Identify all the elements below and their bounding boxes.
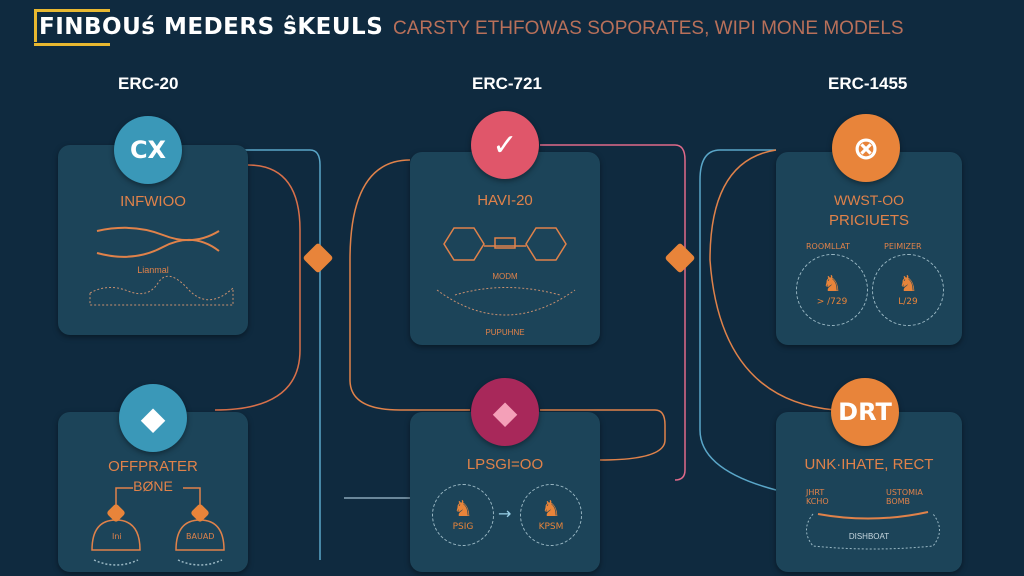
right-badge: ♞L/29: [872, 254, 944, 326]
arrow-icon: →: [498, 504, 512, 523]
right-value: KPSM: [538, 522, 564, 532]
figure-icon: ♞: [453, 497, 473, 522]
card-subtitle: PRICIUETS: [828, 212, 909, 229]
right-label: USTOMIA BOMB: [886, 488, 923, 506]
left-value: PSIG: [452, 522, 474, 532]
card-wwst: WWST-OO PRICIUETS ROOMLLAT PEIMIZER ♞> /…: [776, 152, 962, 345]
card-caption: DISHBOAT: [848, 532, 890, 541]
left-value: > /729: [816, 297, 848, 307]
page-title: FINBOUś MEDERS ŝKEULS: [34, 9, 385, 46]
card-havi20: HAVI-20 MODM PUPUHNE: [410, 152, 600, 345]
left-label: ROOMLLAT: [806, 242, 850, 251]
wheel-icon: ⊗: [832, 114, 900, 182]
card-caption: MODM: [492, 272, 518, 281]
card-infwioo: INFWIOO Lianmal: [58, 145, 248, 335]
card-footer: PUPUHNE: [485, 328, 525, 337]
loop-graphic: [806, 511, 940, 550]
right-badge: ♞KPSM: [520, 484, 582, 546]
card-caption: Lianmal: [137, 265, 169, 275]
ethereum-icon: ◆: [119, 384, 187, 452]
card-title: HAVI-20: [477, 192, 533, 209]
left-label: JHRT KCHO: [806, 488, 829, 506]
check-icon: ✓: [471, 111, 539, 179]
column-label-erc721: ERC-721: [472, 74, 542, 93]
figure-icon: ♞: [822, 272, 842, 297]
right-value: L/29: [898, 297, 918, 307]
figure-icon: ♞: [541, 497, 561, 522]
card-title: WWST-OO: [834, 192, 904, 208]
right-label: PEIMIZER: [884, 242, 922, 251]
card-subtitle: BØNE: [133, 478, 173, 494]
figure-icon: ♞: [898, 272, 918, 297]
chart-graphic: [89, 275, 234, 306]
drt-icon: DRT: [831, 378, 899, 446]
tree-graphic: [91, 487, 225, 566]
page-subtitle: CARSTY ETHFOWAS SOPORATES, WIPI MONE MOD…: [393, 18, 904, 39]
left-label: Ini: [112, 532, 122, 541]
card-title: UNK·IHATE, RECT: [804, 456, 934, 473]
molecule-graphic: [443, 227, 567, 261]
cx-icon: CX: [114, 116, 182, 184]
left-badge: ♞> /729: [796, 254, 868, 326]
column-label-erc1455: ERC-1455: [828, 74, 908, 93]
wave-graphic: [96, 226, 220, 258]
card-title: LPSGI=OO: [466, 456, 544, 473]
column-label-erc20: ERC-20: [118, 74, 179, 93]
card-title: OFFPRATER: [108, 458, 198, 475]
right-label: BAUAD: [186, 532, 215, 541]
ethereum-icon: ◆: [471, 378, 539, 446]
card-title: INFWIOO: [120, 193, 186, 210]
wave-graphic: [436, 287, 576, 316]
left-badge: ♞PSIG: [432, 484, 494, 546]
